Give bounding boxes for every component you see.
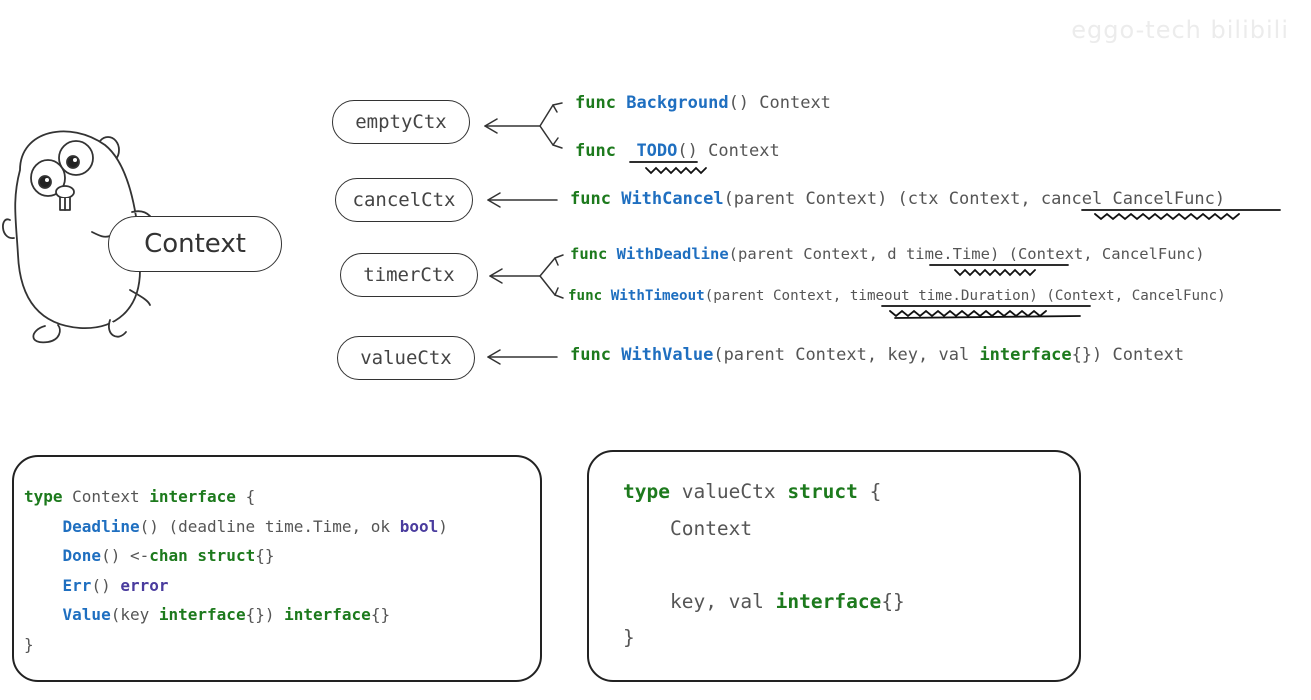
closing-brace: }	[24, 634, 34, 654]
keyword: func	[575, 141, 616, 161]
space	[188, 546, 198, 565]
arrow-cancelctx	[487, 192, 558, 208]
func-withvalue: func WithValue(parent Context, key, val …	[570, 345, 1184, 365]
keyword: type	[24, 487, 63, 506]
func-name: WithCancel	[621, 189, 724, 209]
keyword: interface	[284, 605, 371, 624]
type-name: Context	[62, 487, 150, 506]
func-withcancel: func WithCancel(parent Context) (ctx Con…	[570, 189, 1225, 209]
keyword: interface	[158, 605, 246, 624]
keyword: struct	[197, 546, 256, 565]
squiggle-timeout	[889, 309, 1047, 318]
func-withdeadline: func WithDeadline(parent Context, d time…	[570, 245, 1205, 263]
node-emptyctx: emptyCtx	[332, 100, 470, 144]
squiggle-cancel	[1094, 212, 1240, 221]
brace: {}	[881, 589, 905, 613]
keyword: func	[570, 345, 611, 365]
brace: {}	[255, 546, 275, 565]
func-signature-end: {}) Context	[1071, 345, 1185, 365]
func-withtimeout: func WithTimeout(parent Context, timeout…	[568, 288, 1226, 304]
brace: {	[857, 480, 882, 503]
func-signature: (parent Context, timeout time.Duration) …	[704, 288, 1226, 304]
func-todo: func TODO() Context	[575, 141, 780, 161]
keyword-interface: interface	[979, 345, 1072, 365]
type-name: valueCtx	[669, 480, 788, 503]
keyword: struct	[787, 480, 858, 503]
valuectx-struct-box	[587, 450, 1081, 682]
arrow-emptyctx	[484, 102, 563, 149]
method-signature: {})	[245, 605, 285, 624]
func-signature-start: (parent Context, key, val	[713, 345, 980, 365]
func-background: func Background() Context	[575, 93, 831, 113]
func-name: Background	[626, 93, 729, 113]
brace: {}	[370, 605, 391, 624]
keyword: type	[623, 480, 670, 503]
embedded-field: Context	[669, 516, 753, 540]
func-name: TODO	[636, 141, 678, 161]
keyword: func	[570, 189, 611, 209]
fields: key, val	[669, 589, 776, 613]
keyword: interface	[149, 487, 236, 506]
brace: {	[235, 487, 256, 506]
func-name: WithDeadline	[616, 245, 729, 263]
paren: )	[438, 516, 448, 536]
context-interface-code: type Context interface { Deadline() (dea…	[24, 482, 448, 659]
method-signature: ()	[91, 575, 121, 595]
func-signature: () Context	[728, 93, 831, 113]
keyword: chan	[149, 546, 188, 565]
underline-timeout-2	[894, 315, 1081, 319]
closing-brace: }	[623, 626, 635, 649]
func-signature: (parent Context, d time.Time) (Context, …	[728, 245, 1205, 263]
context-bubble: Context	[108, 216, 282, 272]
method-name: Err	[62, 575, 92, 595]
context-interface-box	[12, 455, 542, 682]
watermark: eggo-tech bilibili	[1071, 16, 1289, 44]
arrow-valuectx	[487, 349, 558, 365]
node-valuectx: valueCtx	[337, 336, 475, 380]
func-name: WithTimeout	[610, 288, 705, 304]
type-keyword: error	[120, 575, 169, 595]
type-keyword: bool	[399, 516, 439, 536]
keyword: func	[575, 93, 616, 113]
func-signature: (parent Context) (ctx Context, cancel Ca…	[723, 189, 1226, 209]
func-name: WithValue	[621, 345, 714, 365]
valuectx-struct-code: type valueCtx struct { Context key, val …	[623, 474, 905, 657]
method-signature: () (deadline time.Time, ok	[139, 516, 400, 536]
squiggle-deadline	[954, 268, 1036, 277]
keyword: interface	[775, 589, 882, 613]
squiggle-todo	[645, 166, 707, 175]
arrow-timerctx	[489, 254, 564, 299]
method-signature: () <-	[101, 546, 150, 565]
node-cancelctx: cancelCtx	[335, 178, 473, 222]
method-name: Deadline	[62, 516, 140, 536]
method-signature: (key	[110, 605, 159, 624]
method-name: Value	[62, 605, 111, 624]
keyword: func	[570, 245, 608, 263]
node-timerctx: timerCtx	[340, 253, 478, 297]
func-signature: () Context	[677, 141, 780, 161]
keyword: func	[568, 288, 603, 304]
gopher-illustration	[2, 130, 151, 344]
method-name: Done	[62, 546, 102, 565]
